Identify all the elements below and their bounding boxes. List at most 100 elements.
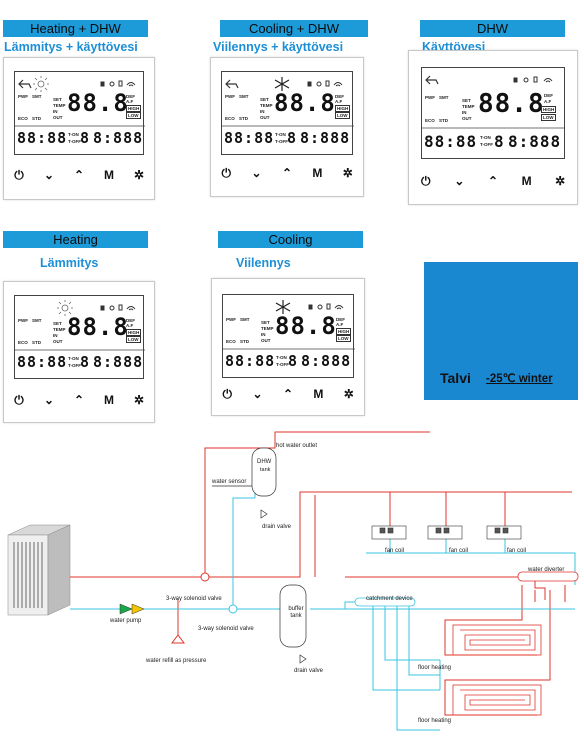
af-label: A.F [126,99,134,104]
t-on-label: T-ON [275,132,286,137]
def-label: DEF [544,93,553,98]
af-label: A.F [336,322,344,327]
set-label: SET [462,98,471,103]
out-label: OUT [53,115,63,120]
fan-button[interactable]: ✲ [342,166,353,180]
power-button[interactable]: ⏻ [222,386,232,401]
down-button[interactable]: ⌄ [252,387,263,401]
fan-button[interactable]: ✲ [133,168,145,182]
mode-button[interactable]: M [104,393,114,407]
af-label: A.F [126,323,134,328]
t-off-label: T-OFF [480,142,493,147]
button-row: ⏻ ⌄ ⌃ M ✲ [409,173,577,189]
fan-button[interactable]: ✲ [133,393,145,407]
def-label: DEF [126,318,135,323]
time-digits-left: 88:88 [224,129,275,147]
up-button[interactable]: ⌃ [281,166,292,180]
eco-label: ECO [18,116,28,121]
panel-5-header: Cooling [218,231,363,248]
floor-heating-coils [452,624,542,716]
out-label: OUT [260,115,270,120]
in-label: IN [53,109,58,114]
small-digit: 8 [288,352,299,370]
t-off-label: T-OFF [68,139,81,144]
three-way-valve-2-label: 3-way solenoid valve [198,626,254,632]
eco-label: ECO [226,339,236,344]
small-digit: 8 [80,129,91,147]
power-button[interactable]: ⏻ [221,165,231,180]
big-digits: 88.8 [478,89,545,119]
def-label: DEF [336,317,345,322]
t-on-label: T-ON [276,355,287,360]
down-button[interactable]: ⌄ [454,174,465,188]
button-row: ⏻ ⌄ ⌃ M ✲ [4,167,154,183]
panel-4-subtitle: Lämmitys [40,256,99,270]
up-button[interactable]: ⌃ [73,168,85,182]
pwf-label: PWF [18,94,28,99]
status-icons [513,76,553,83]
af-label: A.F [335,99,343,104]
dhw-tank-label: DHW [257,459,272,465]
return-icon [18,79,32,89]
fan-button[interactable]: ✲ [343,387,354,401]
big-digits: 88.8 [274,89,336,117]
catchment-device [354,597,416,607]
down-button[interactable]: ⌄ [251,166,262,180]
mode-button[interactable]: M [312,166,323,180]
high-label: HIGH [126,329,142,336]
big-digits: 88.8 [67,89,129,117]
outdoor-heat-pump-unit [7,524,71,616]
set-label: SET [53,97,62,102]
temp-label: TEMP [261,326,274,331]
panel-1-header: Heating + DHW [3,20,148,37]
set-label: SET [260,97,269,102]
lcd-display: PWF SMT ECO STD SET TEMP IN OUT 88.8 DEF… [14,71,145,155]
low-label: LOW [126,336,141,343]
power-button[interactable]: ⏻ [14,167,24,182]
control-panel-heating: PWF SMT ECO STD SET TEMP IN OUT 88.8 DEF… [3,281,155,423]
fan-coil-label-3: fan coil [507,548,527,554]
eco-label: ECO [225,116,235,121]
water-diverter-label: water diverter [528,567,565,573]
temp-label: TEMP [260,103,273,108]
std-label: STD [239,116,248,121]
up-button[interactable]: ⌃ [282,387,293,401]
eco-label: ECO [425,118,435,123]
mode-button[interactable]: M [104,168,114,182]
time-digits-right: 8:888 [93,129,144,147]
time-digits-left: 88:88 [17,353,68,371]
fan-coil-units [371,525,522,540]
power-button[interactable]: ⏻ [421,173,431,188]
status-icons [100,304,136,311]
def-label: DEF [335,94,344,99]
t-off-label: T-OFF [275,139,288,144]
smt-label: SMT [32,318,42,323]
panel-1-subtitle: Lämmitys + käyttövesi [4,40,138,54]
panel-5-subtitle: Viilennys [236,256,291,270]
up-button[interactable]: ⌃ [73,393,85,407]
down-button[interactable]: ⌄ [43,393,55,407]
winter-temp-label: -25℃ winter [486,373,553,385]
std-label: STD [32,116,41,121]
out-label: OUT [462,116,472,121]
in-label: IN [462,110,467,115]
mode-button[interactable]: M [313,387,324,401]
buffer-tank [279,584,307,648]
down-button[interactable]: ⌄ [43,168,55,182]
control-panel-cooling: PWF SMT ECO STD SET TEMP IN OUT 88.8 DEF… [211,278,365,416]
smt-label: SMT [439,95,449,100]
smt-label: SMT [239,94,249,99]
time-digits-left: 88:88 [424,132,478,151]
status-icons [308,303,344,310]
mode-button[interactable]: M [521,174,532,188]
power-button[interactable]: ⏻ [14,392,24,407]
std-label: STD [32,340,41,345]
time-digits-right: 8:888 [93,353,144,371]
small-digit: 8 [494,132,505,151]
fan-button[interactable]: ✲ [555,174,566,188]
panel-2-subtitle: Viilennys + käyttövesi [213,40,344,54]
water-pump-label: water pump [110,618,142,624]
low-label: LOW [336,335,351,342]
up-button[interactable]: ⌃ [487,174,499,188]
in-label: IN [261,332,266,337]
